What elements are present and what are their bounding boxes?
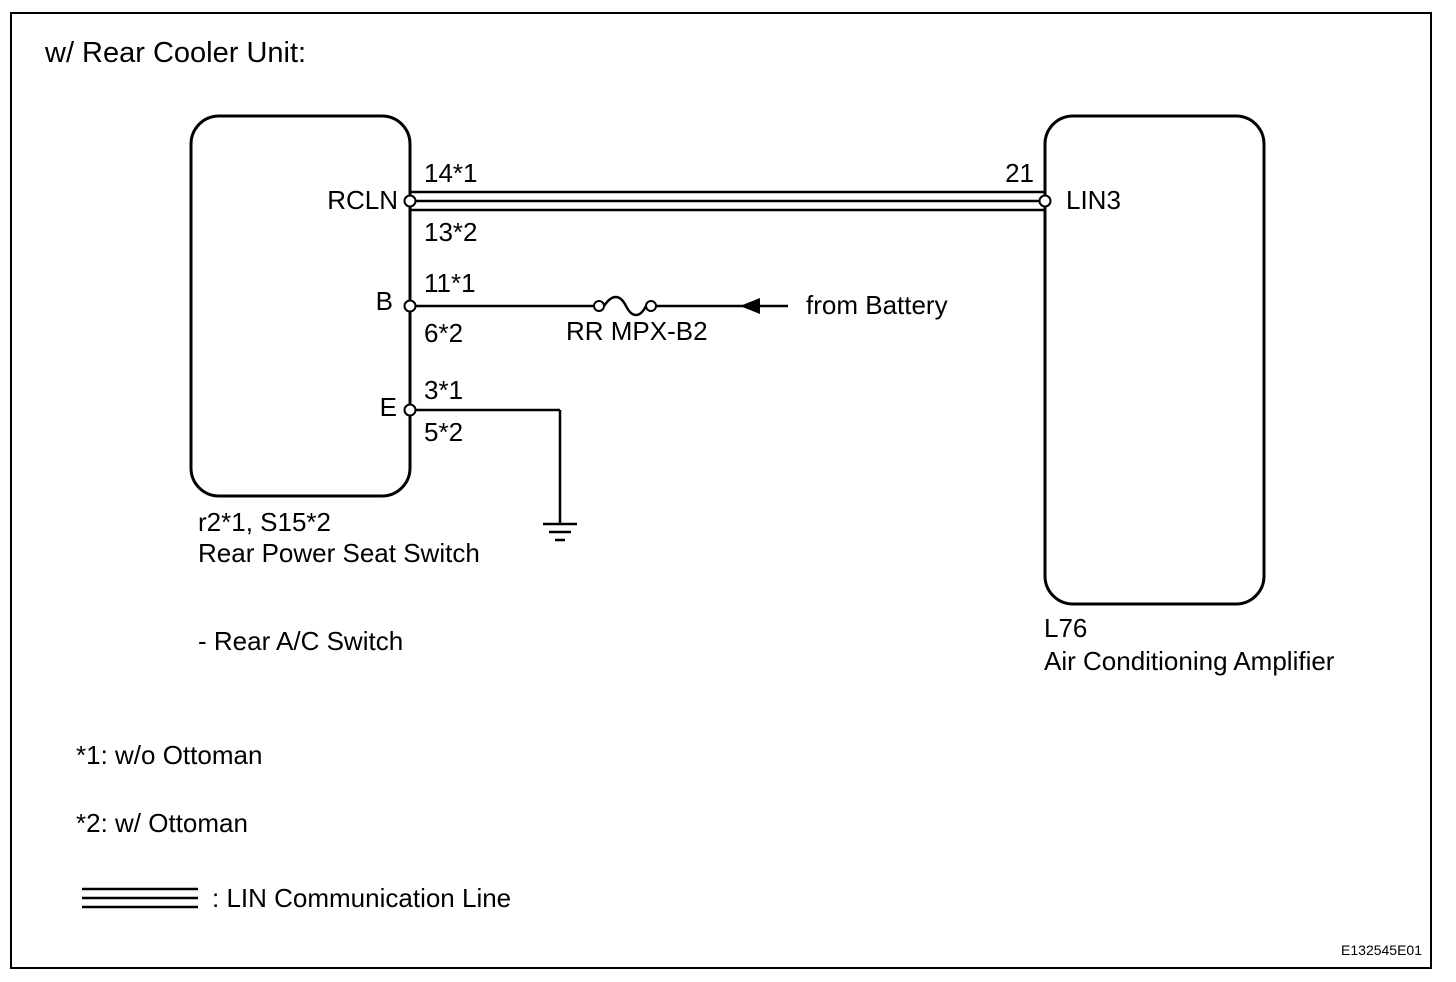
pin-e-top: 3*1 [424, 375, 463, 405]
figure-id: E132545E01 [1341, 942, 1422, 958]
battery-source-label: from Battery [806, 290, 948, 320]
arrow-left-icon [740, 298, 760, 314]
note-2: *2: w/ Ottoman [76, 808, 248, 838]
pin-lin3: 21 [1005, 158, 1034, 188]
pin-b-bottom: 6*2 [424, 318, 463, 348]
diagram-frame [10, 12, 1432, 969]
left-connector-label: r2*1, S15*2 [198, 507, 331, 537]
terminal-lin3 [1038, 194, 1052, 208]
left-sub-item: - Rear A/C Switch [198, 626, 403, 656]
lin-communication-line [410, 190, 1045, 212]
fuse-symbol [602, 295, 648, 317]
right-connector-label: L76 [1044, 613, 1087, 643]
ground-wire [410, 408, 577, 542]
right-component-name: Air Conditioning Amplifier [1044, 646, 1335, 676]
pin-b-top: 11*1 [424, 268, 476, 298]
pin-rcln-bottom: 13*2 [424, 217, 478, 247]
terminal-label-b: B [376, 286, 393, 316]
ground-icon [543, 522, 577, 542]
terminal-e [403, 403, 417, 417]
terminal-label-lin3: LIN3 [1066, 185, 1121, 215]
legend-lin-symbol [82, 887, 198, 909]
terminal-rcln [403, 194, 417, 208]
battery-wire [410, 295, 788, 317]
left-component-name: Rear Power Seat Switch [198, 538, 480, 568]
legend-label: : LIN Communication Line [212, 883, 511, 913]
pin-e-bottom: 5*2 [424, 417, 463, 447]
air-conditioning-amplifier-box [1043, 114, 1266, 606]
fuse-label: RR MPX-B2 [566, 316, 708, 346]
pin-rcln-top: 14*1 [424, 158, 478, 188]
terminal-b [403, 299, 417, 313]
note-1: *1: w/o Ottoman [76, 740, 262, 770]
diagram-title: w/ Rear Cooler Unit: [44, 37, 306, 69]
terminal-label-rcln: RCLN [327, 185, 398, 215]
terminal-label-e: E [380, 392, 397, 422]
